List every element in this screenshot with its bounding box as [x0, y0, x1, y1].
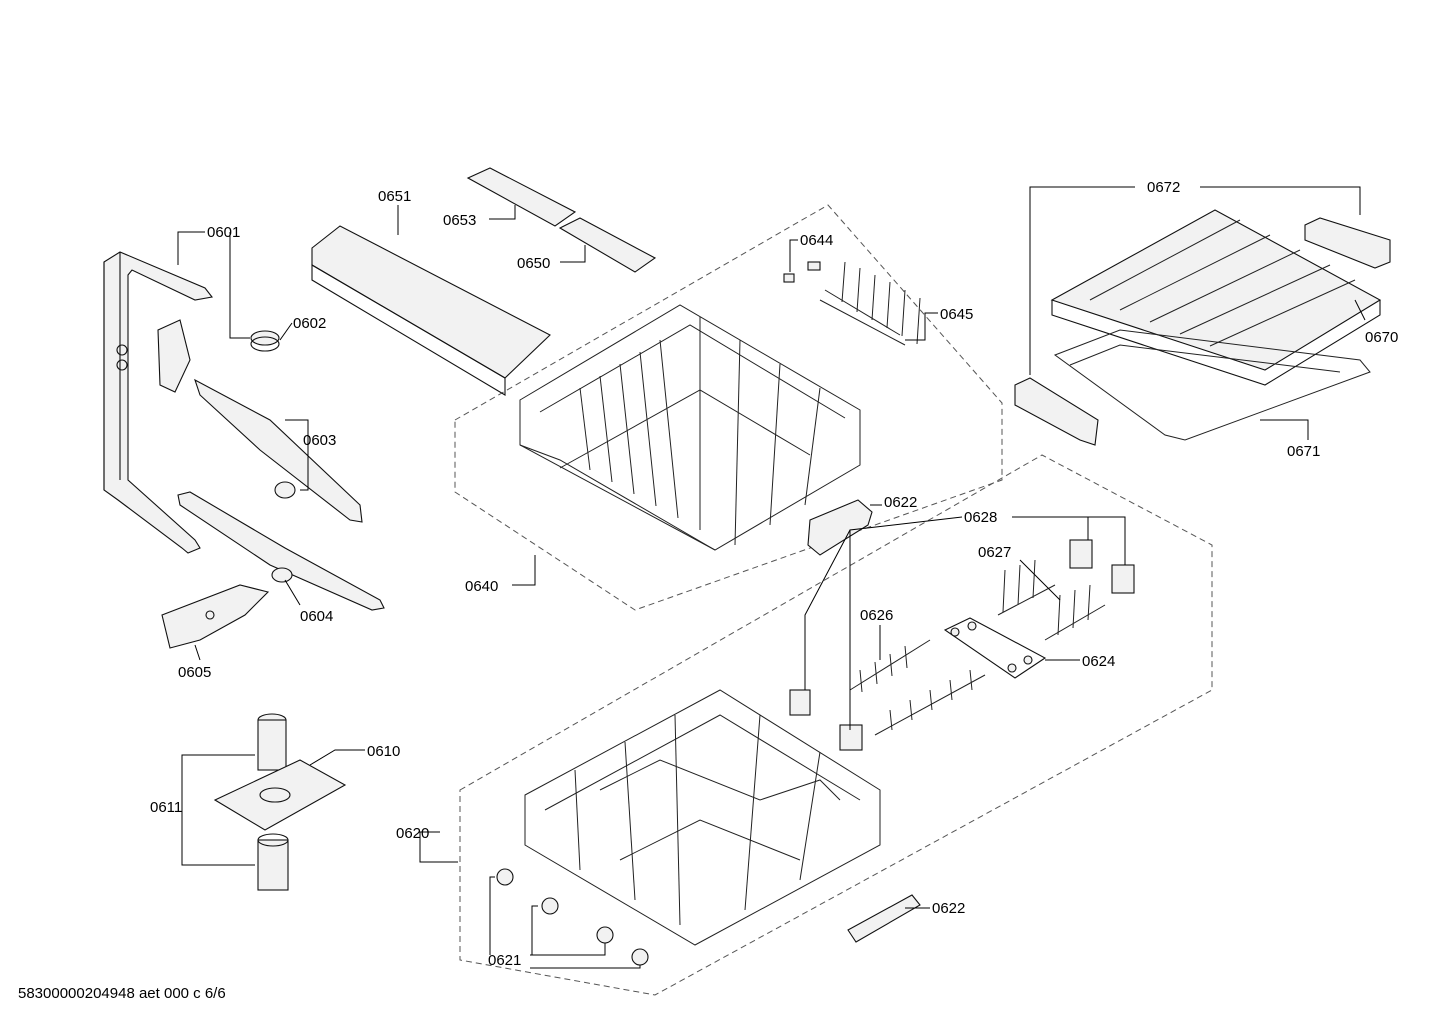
leader-0672b [1200, 186, 1361, 215]
leader-0644 [789, 239, 798, 272]
label-0624: 0624 [1082, 653, 1115, 670]
rack-0645-part [819, 261, 921, 346]
label-0620: 0620 [396, 825, 429, 842]
clip-0644-part [783, 261, 821, 283]
leader-0628d [804, 529, 851, 690]
label-0628: 0628 [964, 509, 997, 526]
leader-0627 [1019, 559, 1061, 601]
handle-lower-part [847, 894, 921, 943]
leader-0621d [530, 965, 641, 969]
leader-0670 [1354, 299, 1366, 321]
label-0650: 0650 [517, 255, 550, 272]
label-0622a: 0622 [884, 494, 917, 511]
clips-0624-part [943, 617, 1047, 679]
leader-0601 [177, 231, 205, 265]
handle-upper-part [807, 499, 873, 556]
leader-0602 [229, 232, 250, 339]
label-0610: 0610 [367, 743, 400, 760]
filter-assembly-part [213, 713, 347, 891]
label-0672: 0672 [1147, 179, 1180, 196]
label-0644: 0644 [800, 232, 833, 249]
leader-0672 [1029, 186, 1135, 375]
label-0626: 0626 [860, 607, 893, 624]
document-code: 58300000204948 aet 000 c 6/6 [18, 985, 226, 1002]
leader-0604 [284, 579, 301, 606]
leader-0621b [531, 905, 538, 955]
label-0671: 0671 [1287, 443, 1320, 460]
label-0670: 0670 [1365, 329, 1398, 346]
leader-0621 [489, 876, 495, 955]
label-0622b: 0622 [932, 900, 965, 917]
water-pipe-part [103, 251, 213, 554]
label-0603: 0603 [303, 432, 336, 449]
leader-0640 [512, 555, 536, 586]
label-0604: 0604 [300, 608, 333, 625]
upper-basket-part [519, 304, 861, 551]
label-0627: 0627 [978, 544, 1011, 561]
wheels-part [496, 868, 649, 966]
rail-end-right-part [1304, 217, 1391, 269]
cutlery-drawer-part [311, 225, 551, 396]
upper-spray-arm-part [157, 319, 363, 523]
rail-end-left-part [1014, 377, 1099, 446]
label-0601: 0601 [207, 224, 240, 241]
label-0653: 0653 [443, 212, 476, 229]
label-0651: 0651 [378, 188, 411, 205]
leader-0671 [1260, 419, 1309, 440]
leader-0602b [279, 322, 293, 341]
leader-0650 [560, 245, 586, 263]
leader-0610 [309, 749, 365, 766]
nozzle-ring-part [250, 330, 280, 352]
leader-0603 [285, 419, 309, 491]
leader-0628 [1012, 516, 1089, 540]
third-rack-rail-part [1053, 329, 1371, 441]
leader-0645 [905, 312, 938, 341]
label-0602: 0602 [293, 315, 326, 332]
label-0621: 0621 [488, 952, 521, 969]
cutlery-insert-0650-part [558, 217, 657, 273]
leader-0628b [1088, 516, 1126, 565]
lower-spray-arm-part [177, 491, 385, 611]
leader-0605 [194, 644, 201, 661]
lower-basket-part [524, 689, 881, 946]
label-0640: 0640 [465, 578, 498, 595]
leader-0611 [181, 754, 255, 866]
bracket-0628-part [789, 539, 1135, 751]
rack-0626-part [849, 639, 986, 736]
leader-0620 [419, 831, 458, 863]
upper-basket-group-boundary [454, 204, 1003, 611]
lower-basket-group-boundary [459, 454, 1213, 996]
label-0645: 0645 [940, 306, 973, 323]
rack-0627-part [997, 559, 1106, 641]
leader-0653 [489, 205, 516, 220]
label-0611: 0611 [150, 799, 182, 816]
leader-0621c [530, 943, 606, 956]
label-0605: 0605 [178, 664, 211, 681]
filter-plate-part [161, 584, 270, 649]
third-rack-tray-part [1050, 209, 1382, 386]
cutlery-insert-0653-part [466, 167, 577, 227]
